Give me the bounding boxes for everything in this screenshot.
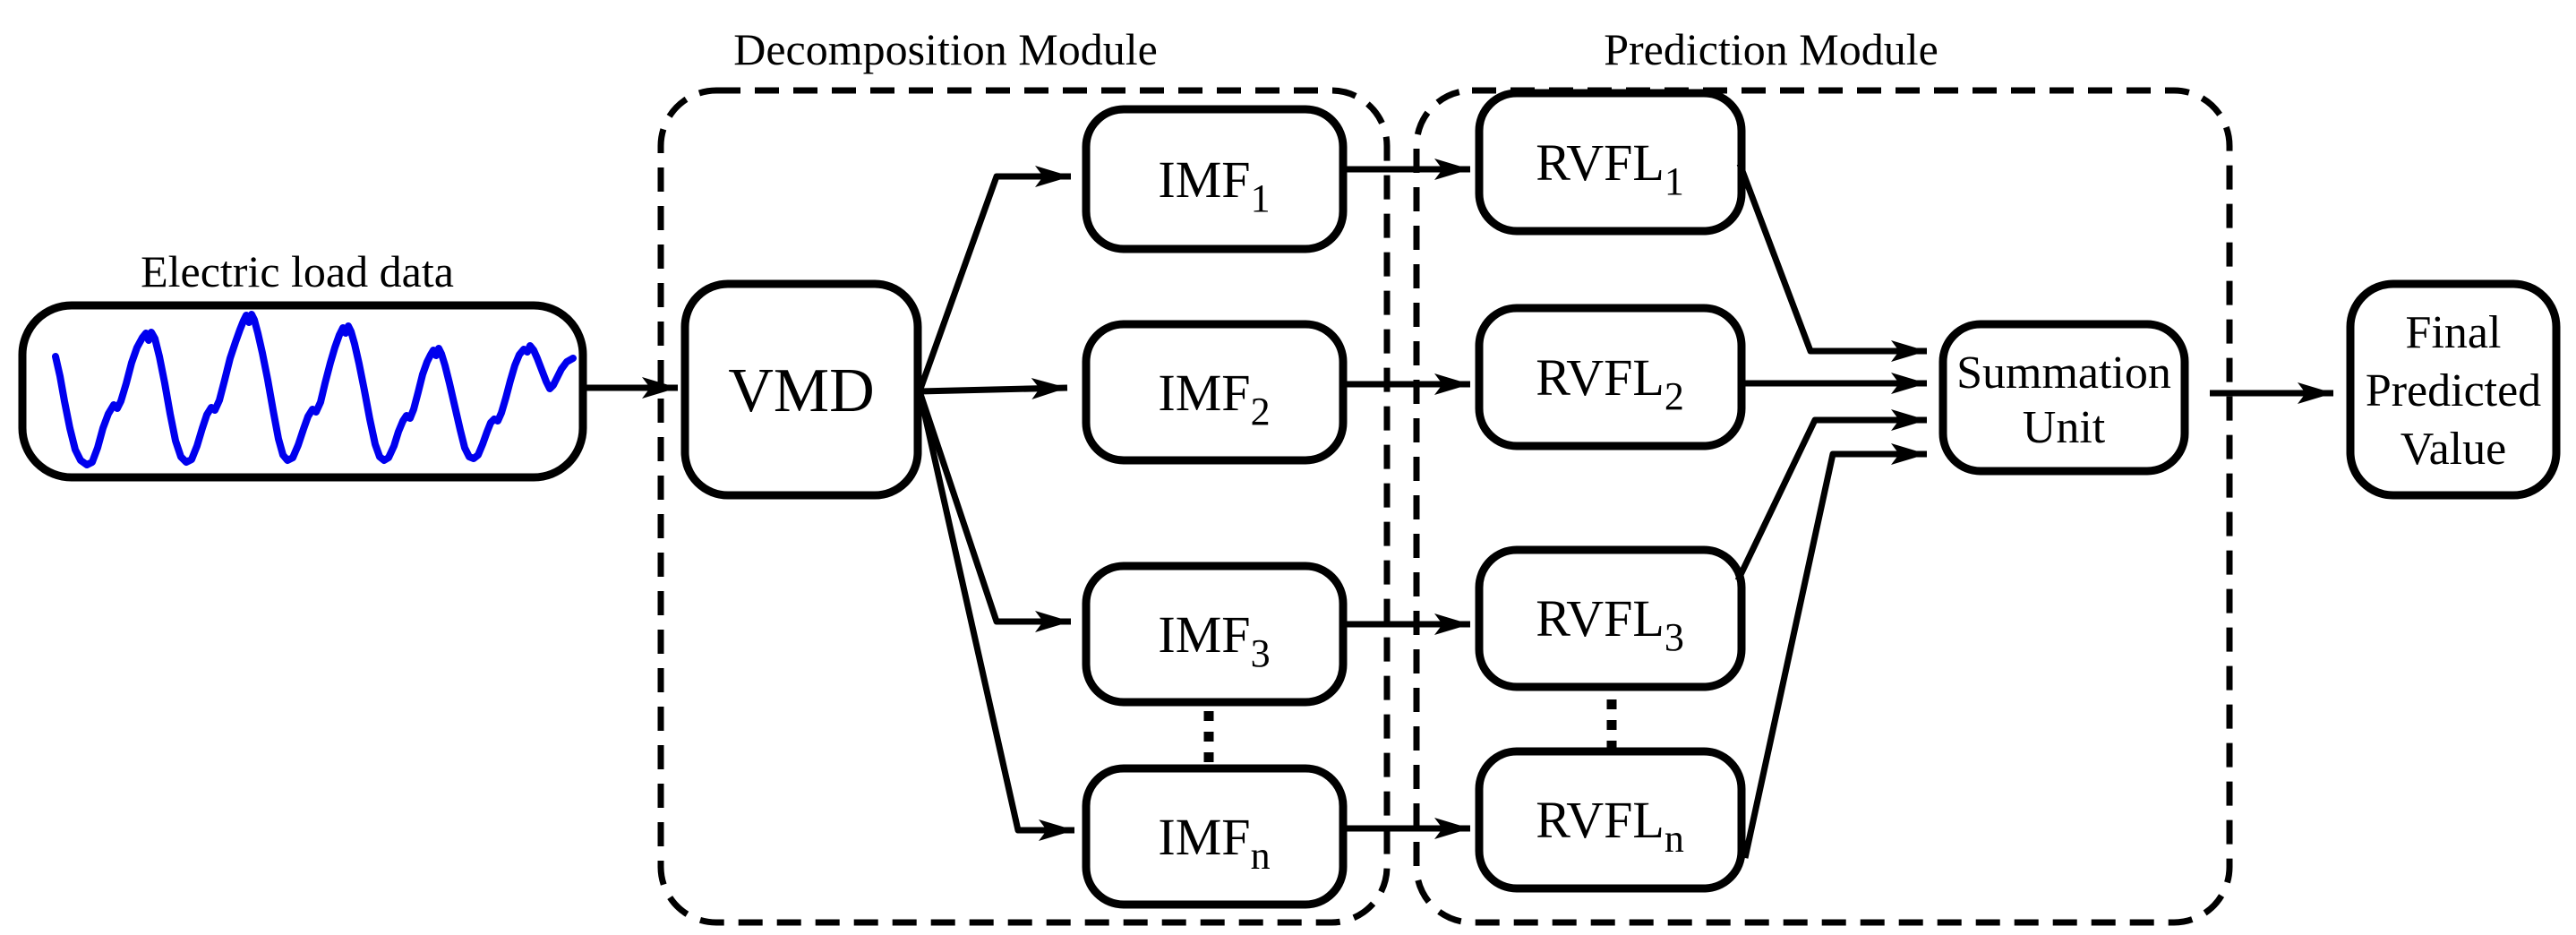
decomposition-module-boundary bbox=[657, 87, 1391, 926]
arrow-rvfl1-to-summation bbox=[1736, 162, 1927, 362]
final-label-line2: Predicted bbox=[2366, 365, 2541, 416]
vmd-box: VMD bbox=[680, 279, 922, 500]
arrow-vmd-to-imf3 bbox=[916, 390, 1071, 632]
rvfl-label-3: RVFL3 bbox=[1536, 589, 1684, 659]
summation-label-line2: Unit bbox=[2023, 402, 2106, 453]
rvfl-box-1: RVFL1 bbox=[1475, 89, 1746, 236]
prediction-module-boundary bbox=[1413, 87, 2233, 926]
rvfl-label-n: RVFLn bbox=[1536, 791, 1684, 861]
arrow-vmd-to-imf2 bbox=[919, 377, 1068, 399]
final-label-line1: Final bbox=[2406, 307, 2502, 358]
input-label: Electric load data bbox=[141, 246, 454, 296]
decomposition-module-title: Decomposition Module bbox=[733, 24, 1158, 74]
rvfl-box-n: RVFLn bbox=[1475, 747, 1746, 893]
imf-box-n: IMFn bbox=[1082, 764, 1348, 909]
imf-label-1: IMF1 bbox=[1158, 150, 1270, 220]
summation-unit-box: Summation Unit bbox=[1938, 320, 2189, 476]
final-label-line3: Value bbox=[2401, 424, 2506, 475]
prediction-module-title: Prediction Module bbox=[1604, 24, 1938, 74]
vmd-label: VMD bbox=[728, 356, 874, 425]
arrow-vmd-to-imfn bbox=[916, 390, 1074, 841]
final-value-box: Final Predicted Value bbox=[2346, 279, 2561, 500]
imf-box-2: IMF2 bbox=[1082, 320, 1348, 465]
imf-label-2: IMF2 bbox=[1158, 364, 1270, 433]
imf-box-1: IMF1 bbox=[1082, 105, 1348, 253]
imf-box-3: IMF3 bbox=[1082, 562, 1348, 707]
arrow-rvfln-to-summation bbox=[1742, 443, 1927, 859]
rvfl-box-3: RVFL3 bbox=[1475, 545, 1746, 691]
imf-label-n: IMFn bbox=[1158, 808, 1270, 878]
imf-label-3: IMF3 bbox=[1158, 605, 1270, 675]
arrow-vmd-to-imf1 bbox=[916, 166, 1071, 393]
rvfl-box-2: RVFL2 bbox=[1475, 304, 1746, 450]
summation-label-line1: Summation bbox=[1956, 347, 2171, 399]
rvfl-label-1: RVFL1 bbox=[1536, 133, 1684, 203]
arrow-rvfl3-to-summation bbox=[1734, 409, 1927, 582]
rvfl-label-2: RVFL2 bbox=[1536, 348, 1684, 418]
electric-load-waveform bbox=[52, 311, 577, 468]
input-signal-box bbox=[18, 301, 587, 482]
